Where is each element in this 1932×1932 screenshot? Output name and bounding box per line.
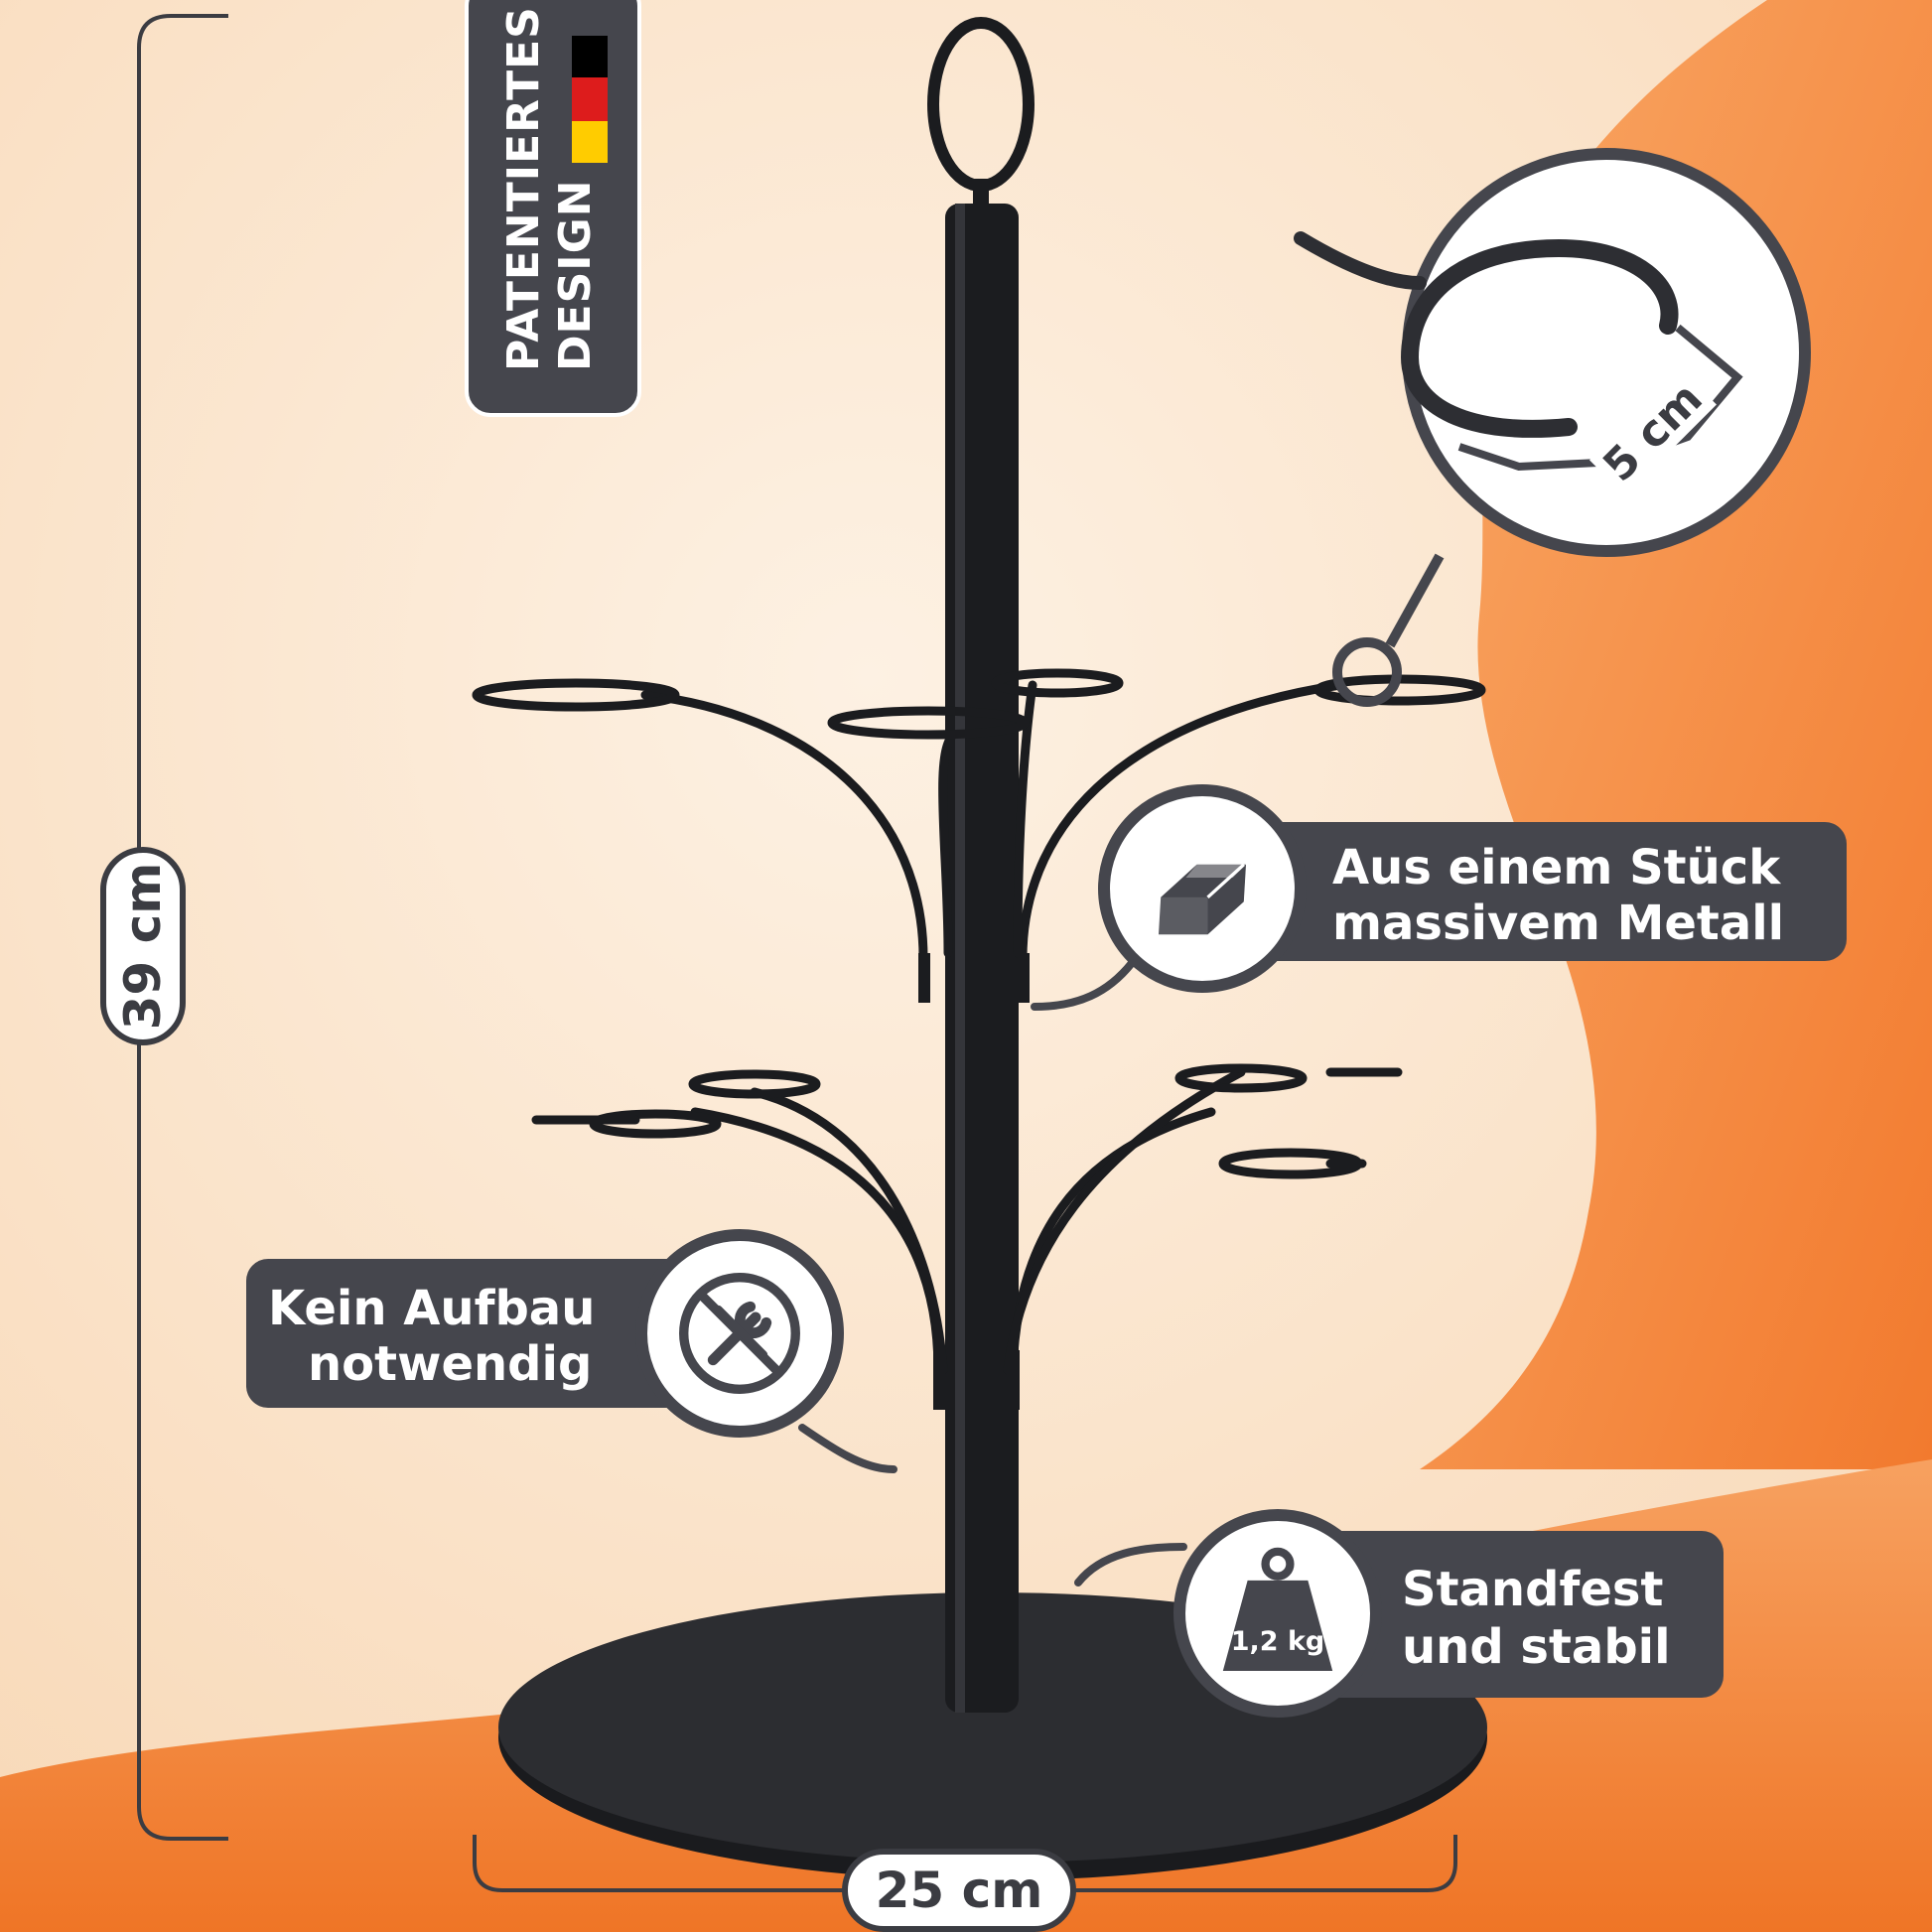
feature-stable-circle: 1,2 kg (1173, 1509, 1382, 1718)
weight-icon (1222, 1547, 1333, 1671)
feature-metal-line-2: massivem Metall (1332, 896, 1785, 951)
feature-no-assembly-pill: Kein Aufbau notwendig (246, 1259, 691, 1408)
lower-tier-arms (531, 1063, 1403, 1410)
feature-no-assembly-line-2: notwendig (308, 1336, 593, 1392)
no-tools-icon (679, 1273, 800, 1394)
height-label: 39 cm (100, 847, 186, 1045)
height-value: 39 cm (114, 862, 172, 1031)
feature-metal-line-1: Aus einem Stück (1332, 840, 1781, 896)
germany-flag-icon (572, 36, 608, 163)
width-label: 25 cm (842, 1849, 1076, 1932)
feature-no-assembly-circle (635, 1229, 844, 1438)
feature-stable-pointer (1074, 1543, 1187, 1587)
feature-stable-line-1: Standfest (1402, 1562, 1664, 1617)
feature-stable-line-2: und stabil (1402, 1619, 1671, 1675)
patented-design-badge: PATENTIERTES DESIGN (465, 0, 641, 417)
metal-bar-icon (1159, 863, 1246, 935)
upper-tier-arms (472, 668, 1486, 1003)
feature-no-assembly-pointer (798, 1424, 897, 1473)
stand-pole (927, 17, 1035, 1713)
weight-label: 1,2 kg (1230, 1626, 1325, 1657)
width-value: 25 cm (875, 1862, 1043, 1919)
feature-metal-pill: Aus einem Stück massivem Metall (1251, 822, 1847, 961)
ring-zoom-callout (1294, 148, 1811, 707)
feature-no-assembly-line-1: Kein Aufbau (268, 1281, 596, 1336)
badge-line-2: DESIGN (550, 179, 601, 371)
badge-line-1: PATENTIERTES (498, 6, 549, 371)
feature-metal-pointer (1031, 959, 1136, 1011)
